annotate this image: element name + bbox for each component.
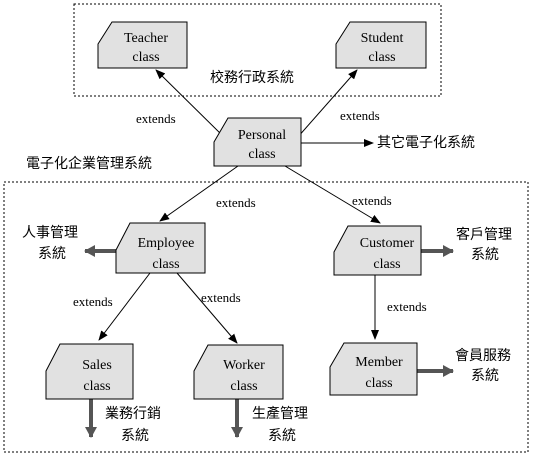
school-admin-region-title: 校務行政系統 [210,69,294,86]
customer-class-name: Customer [360,236,415,251]
crm-system-label-line2: 系統 [471,247,499,263]
sales-system-label-line1: 業務行銷 [105,406,161,422]
relation-label-sales: extends [73,294,113,309]
edge-employee-sales [98,272,151,341]
production-system-label-line2: 系統 [268,428,296,444]
hr-system-label-line2: 系統 [38,246,66,262]
enterprise-region-title: 電子化企業管理系統 [26,155,152,172]
customer-class-suffix: class [373,257,400,272]
personal-class-box: Personal class [213,117,302,167]
teacher-class-box: Teacher class [97,21,188,69]
edge-personal-customer [284,165,381,224]
edge-employee-worker [176,272,238,344]
school-admin-region [73,3,442,97]
personal-class-suffix: class [248,147,275,162]
edge-personal-student [296,69,358,139]
student-class-suffix: class [368,50,395,65]
member-class-name: Member [355,355,403,370]
member-class-box: Member class [329,342,418,396]
edge-personal-employee [159,165,239,222]
membership-system-label-line2: 系統 [471,368,499,384]
hr-system-label-line1: 人事管理 [22,225,78,241]
sales-class-box: Sales class [45,343,134,400]
student-class-box: Student class [335,21,427,69]
membership-system-label-line1: 會員服務 [455,348,511,364]
edge-personal-teacher [155,69,226,139]
member-class-suffix: class [365,376,392,391]
worker-class-name: Worker [223,358,265,373]
personal-class-name: Personal [238,128,286,143]
relation-label-employee: extends [216,195,256,210]
relation-label-customer: extends [352,193,392,208]
relation-label-teacher: extends [136,111,176,126]
worker-class-suffix: class [230,379,257,394]
student-class-name: Student [361,31,404,46]
relation-label-worker: extends [201,290,241,305]
sales-system-label-line2: 系統 [121,428,149,444]
employee-class-box: Employee class [115,222,206,274]
sales-class-name: Sales [82,358,112,373]
enterprise-region [3,181,529,453]
crm-system-label-line1: 客戶管理 [456,226,512,243]
relation-label-member: extends [387,299,427,314]
employee-class-suffix: class [152,257,179,272]
employee-class-name: Employee [138,236,195,251]
other-system-label: 其它電子化系統 [377,134,475,151]
worker-class-box: Worker class [193,344,284,400]
production-system-label-line1: 生產管理 [252,405,308,422]
relation-label-student: extends [340,108,380,123]
customer-class-box: Customer class [333,225,422,276]
teacher-class-name: Teacher [124,31,168,46]
teacher-class-suffix: class [132,50,159,65]
sales-class-suffix: class [83,379,110,394]
